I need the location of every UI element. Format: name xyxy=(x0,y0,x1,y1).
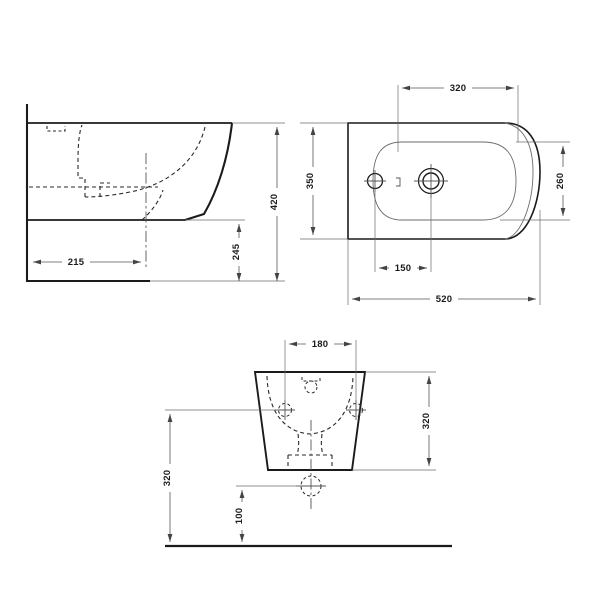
side-skirt-hidden xyxy=(141,189,164,221)
dim-value-plan-150: 150 xyxy=(395,263,411,274)
dim-value-245: 245 xyxy=(231,243,242,260)
dimension-front-100: 100 xyxy=(234,490,249,542)
side-outlet-neck-hidden xyxy=(77,124,86,197)
side-outlet-step-hidden xyxy=(99,182,110,197)
dim-label-bg-plan-260 xyxy=(556,167,570,195)
dimension-plan-260: 260 xyxy=(555,146,570,216)
dimension-plan-320: 320 xyxy=(402,81,514,94)
dim-label-bg-plan-320 xyxy=(444,81,472,94)
dim-label-bg-front-320-right xyxy=(422,407,436,435)
dim-value-215: 215 xyxy=(68,257,85,268)
plan-rim-thickness xyxy=(504,122,534,240)
dim-label-bg-plan-350 xyxy=(306,167,320,195)
dim-value-front-180: 180 xyxy=(312,339,328,350)
dimension-front-180: 180 xyxy=(289,337,352,350)
dim-label-bg-front-180 xyxy=(306,337,334,350)
dim-label-bg-245 xyxy=(232,238,246,266)
dim-label-bg-plan-150 xyxy=(389,261,417,274)
dim-value-420: 420 xyxy=(269,194,280,210)
dimension-side-245: 245 xyxy=(231,224,246,281)
plan-view: 320 350 260 150 520 xyxy=(300,81,570,305)
dim-label-bg-front-100 xyxy=(235,502,249,530)
dim-label-bg-front-320-left xyxy=(163,464,177,492)
dim-value-front-100: 100 xyxy=(234,508,245,524)
dim-label-bg-plan-520 xyxy=(430,292,458,305)
plan-outer-outline xyxy=(347,122,541,240)
side-front-face xyxy=(184,122,234,222)
side-bowl-profile-hidden xyxy=(84,126,206,198)
side-rim-notch-hidden xyxy=(46,126,66,132)
front-tap-hole-hidden xyxy=(304,380,318,394)
dimension-side-215: 215 xyxy=(33,255,141,268)
front-elevation-view: 180 320 320 100 xyxy=(162,337,452,548)
plan-bowl-outline xyxy=(372,141,517,221)
dim-value-plan-260: 260 xyxy=(555,173,566,189)
dimension-side-420: 420 xyxy=(269,127,284,281)
dimension-front-320-left: 320 xyxy=(162,414,177,542)
front-outlet-left-hidden xyxy=(296,433,300,456)
dimension-plan-350: 350 xyxy=(305,127,320,235)
dimension-plan-150: 150 xyxy=(379,261,427,274)
dim-value-plan-320: 320 xyxy=(450,83,466,94)
dim-label-bg-215 xyxy=(62,255,90,268)
side-elevation-view: 215 245 420 xyxy=(25,104,285,283)
front-outlet-right-hidden xyxy=(320,433,324,456)
dim-value-plan-350: 350 xyxy=(305,173,316,189)
plan-tap-hole xyxy=(364,170,386,192)
dimension-front-320-right: 320 xyxy=(421,376,436,466)
dim-label-bg-420 xyxy=(270,188,284,216)
dim-value-front-320-left: 320 xyxy=(162,470,173,486)
dimension-plan-520: 520 xyxy=(352,292,536,305)
dim-value-plan-520: 520 xyxy=(436,294,452,305)
front-waste-box-hidden xyxy=(287,454,333,470)
dim-value-front-320-right: 320 xyxy=(421,413,432,429)
plan-overflow-slot xyxy=(396,177,401,187)
front-bowl-curve-hidden xyxy=(266,375,354,435)
